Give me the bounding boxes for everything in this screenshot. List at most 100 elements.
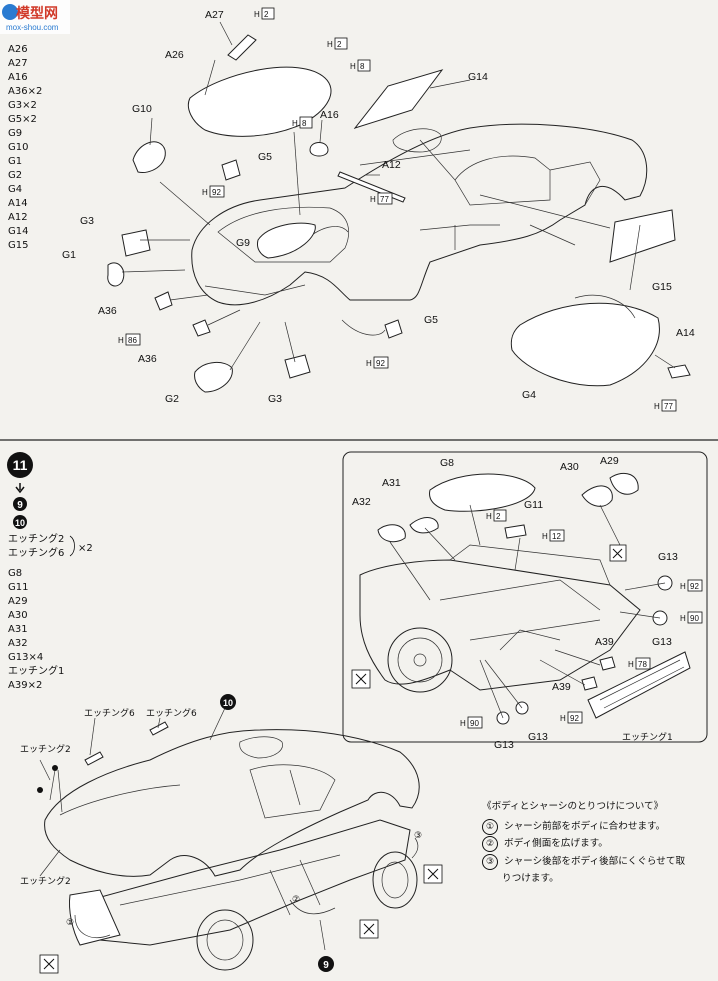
parts-list-item: G1 — [8, 156, 22, 167]
note-item: ① シャーシ前部をボディに合わせます。 — [482, 818, 714, 836]
callout-h78: 78 — [638, 660, 647, 669]
callout-a36: A36 — [98, 305, 117, 317]
svg-text:H: H — [366, 359, 372, 368]
note-continuation: りつけます。 — [502, 873, 559, 884]
parts-list-item: A14 — [8, 198, 28, 209]
part-g3-right — [284, 354, 311, 379]
callout-h8: 8 — [302, 119, 307, 128]
callout-a32: A32 — [352, 496, 371, 508]
callout-a30: A30 — [560, 461, 579, 473]
callout-a29: A29 — [600, 455, 619, 467]
part-a39 — [581, 676, 598, 691]
part-g3-left — [121, 229, 151, 257]
svg-text:H: H — [350, 62, 356, 71]
parts-list-item: A27 — [8, 58, 28, 69]
callout-g14: G14 — [468, 71, 488, 83]
callout-a36: A36 — [138, 353, 157, 365]
part-g5-top — [221, 159, 241, 181]
callout-g4: G4 — [522, 389, 536, 401]
callout-etching2: エッチング2 — [20, 875, 71, 887]
part-a27 — [227, 34, 257, 61]
callout-g3: G3 — [268, 393, 282, 405]
parts-list-item: エッチング6 — [8, 546, 64, 559]
callout-g13: G13 — [652, 636, 672, 648]
part-g1 — [107, 262, 125, 287]
parts-list-item: G8 — [8, 568, 22, 579]
parts-list-item: A26 — [8, 44, 28, 55]
step11-car-diagram — [37, 707, 443, 974]
part-a31 — [409, 517, 439, 534]
parts-list-item: エッチング2 — [8, 532, 64, 545]
sequence-marker-2: ② — [292, 895, 300, 905]
part-g15-window — [609, 209, 676, 263]
callout-etching1: エッチング1 — [622, 731, 673, 743]
chassis-outline — [89, 819, 411, 946]
callout-h2: 2 — [264, 10, 269, 19]
parts-list-item: A16 — [8, 72, 28, 83]
parts-list-item: G2 — [8, 170, 22, 181]
callout-h92: 92 — [690, 582, 699, 591]
svg-text:H: H — [680, 614, 686, 623]
step11-parts-list: エッチング2 エッチング6 ×2 G8 G11 A29 A30 A31 A32 … — [8, 532, 93, 691]
svg-text:H: H — [460, 719, 466, 728]
step9-marker: 9 — [323, 960, 329, 971]
callout-h92: 92 — [570, 714, 579, 723]
callout-h90: 90 — [690, 614, 699, 623]
part-a30 — [581, 485, 613, 507]
note-number: ① — [482, 818, 498, 835]
sequence-marker-3: ③ — [414, 831, 422, 841]
part-a36-lower — [192, 319, 211, 337]
callout-h2: 2 — [496, 512, 501, 521]
callout-etching6: エッチング6 — [84, 707, 135, 719]
note-text: シャーシ後部をボディ後部にくぐらせて取 — [504, 855, 686, 867]
svg-text:H: H — [680, 582, 686, 591]
callout-g5: G5 — [424, 314, 438, 326]
parts-list-item: G13×4 — [8, 652, 43, 663]
callout-a12: A12 — [382, 159, 401, 171]
parts-list-item: A30 — [8, 610, 28, 621]
part-g11 — [504, 524, 527, 539]
callout-g5: G5 — [258, 151, 272, 163]
prev-step-9: 9 — [17, 500, 23, 511]
callout-a31: A31 — [382, 477, 401, 489]
part-g4-canopy — [510, 302, 660, 387]
parts-list-item: A36×2 — [8, 86, 42, 97]
parts-list-item: G5×2 — [8, 114, 37, 125]
car-body-outline — [44, 729, 420, 877]
etching-multiplier: ×2 — [78, 543, 93, 554]
callout-etching2: エッチング2 — [20, 743, 71, 755]
site-logo: 模型网 mox-shou.com — [0, 0, 70, 34]
callout-g11: G11 — [524, 499, 543, 511]
callout-etching6: エッチング6 — [146, 707, 197, 719]
assembly-notes: 《ボディとシャーシのとりつけについて》 ① シャーシ前部をボディに合わせます。 … — [482, 798, 714, 888]
step10-callouts: A27 H 2 A26 H 2 H 8 G14 G10 H 8 A16 A12 … — [62, 7, 695, 412]
callout-g10: G10 — [132, 103, 152, 115]
callout-a39: A39 — [595, 636, 614, 648]
part-front-spoiler — [69, 889, 121, 946]
part-g10-light — [132, 141, 166, 174]
parts-list-item: G15 — [8, 240, 28, 251]
note-text: シャーシ前部をボディに合わせます。 — [504, 820, 666, 832]
part-g9 — [257, 222, 316, 259]
note-item: ③ シャーシ後部をボディ後部にくぐらせて取 — [482, 853, 714, 871]
parts-list-item: エッチング1 — [8, 664, 64, 677]
step11-main-callouts: 10 9 エッチング6 エッチング6 エッチング2 エッチング2 ① ② ③ — [20, 694, 422, 972]
part-a39 — [599, 656, 616, 671]
callout-h12: 12 — [552, 532, 561, 541]
svg-text:H: H — [560, 714, 566, 723]
car-body-outline — [191, 123, 648, 306]
note-number: ② — [482, 836, 498, 852]
callout-a39: A39 — [552, 681, 571, 693]
part-g5-lower — [384, 319, 403, 339]
part-etching1-grille — [587, 651, 691, 719]
note-item: ② ボディ側面を広げます。 — [482, 835, 714, 853]
note-number: ③ — [482, 853, 498, 870]
svg-text:H: H — [370, 195, 376, 204]
sequence-marker-1: ① — [66, 918, 74, 928]
parts-list-item: G14 — [8, 226, 28, 237]
svg-text:H: H — [654, 402, 660, 411]
parts-list-item: G10 — [8, 142, 28, 153]
part-etching6 — [149, 721, 169, 736]
callout-h92: 92 — [212, 188, 221, 197]
